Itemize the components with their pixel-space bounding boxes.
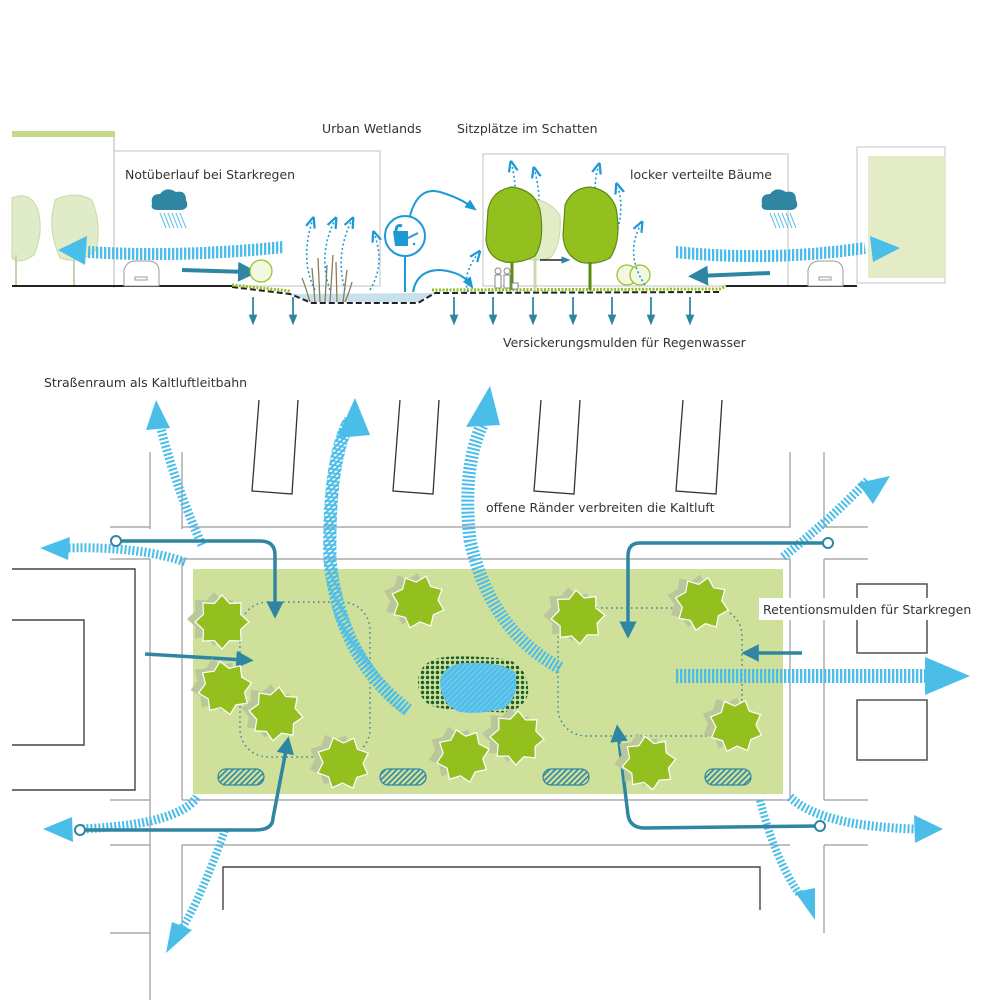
plan-trees <box>187 573 763 791</box>
tree-canopy <box>482 708 545 766</box>
car-icon <box>807 260 844 287</box>
runoff-arrow <box>688 265 771 286</box>
pond <box>418 656 529 713</box>
tree-canopy <box>428 726 490 783</box>
car-icon <box>123 260 160 287</box>
cold-air-arrow <box>323 416 412 716</box>
south-building <box>222 866 761 910</box>
swale-grass <box>231 283 291 293</box>
tree <box>485 186 543 290</box>
cold-air-arrowhead <box>40 537 70 560</box>
building-outline <box>482 153 789 287</box>
cold-air-arrowhead <box>337 398 370 438</box>
rain-cloud-icon <box>761 189 798 229</box>
wetland-water <box>290 293 435 302</box>
runoff-arrow <box>181 261 258 282</box>
street-outline <box>110 452 868 1000</box>
rain-cloud-icon <box>151 189 188 229</box>
cold-air-arrow <box>155 423 207 547</box>
street-section <box>11 131 946 326</box>
cold-air-arrowhead <box>43 817 73 842</box>
tree-canopy <box>702 697 763 753</box>
label-seating-shade: Sitzplätze im Schatten <box>457 121 598 136</box>
east-building <box>856 699 928 761</box>
cold-air-arrowhead <box>925 657 970 695</box>
cold-air-arrow-right <box>674 242 866 263</box>
label-background <box>759 598 971 620</box>
tree-canopy <box>190 658 253 716</box>
tree-canopy <box>543 587 606 645</box>
cold-air-arrow <box>756 799 804 898</box>
cold-air-arrowhead <box>858 476 890 504</box>
label-emergency-overflow: Notüberlauf bei Starkregen <box>125 167 295 182</box>
left-building-roof <box>12 131 115 137</box>
tree-canopy <box>614 733 677 791</box>
water-flow <box>80 539 826 832</box>
tree-canopy <box>667 574 730 632</box>
dotted-path <box>557 607 743 737</box>
west-building <box>12 568 136 791</box>
cold-air-arrowhead <box>914 815 943 843</box>
swale-subsurface <box>231 286 721 304</box>
retention-swale <box>217 768 752 786</box>
label-street-cold-air: Straßenraum als Kaltluftleitbahn <box>44 375 247 390</box>
cold-air-arrowhead <box>166 922 192 953</box>
wetland-reeds <box>301 254 353 303</box>
cold-air-arrowhead <box>870 236 900 262</box>
cold-air-arrow <box>780 476 872 561</box>
label-retention-swales: Retentionsmulden für Starkregen <box>763 602 971 617</box>
faded-tree <box>51 194 99 286</box>
cold-air-arrow-left <box>87 241 284 261</box>
people-icon <box>494 267 519 290</box>
labels: Urban Wetlands Sitzplätze im Schatten No… <box>44 121 971 620</box>
cold-air-arrow <box>786 793 916 834</box>
tree-canopy <box>309 734 370 790</box>
north-building <box>251 399 723 495</box>
cold-air-arrow <box>64 543 187 567</box>
tree <box>562 186 619 290</box>
label-loose-trees: locker verteilte Bäume <box>630 167 772 182</box>
cold-air-arrowhead <box>58 236 87 265</box>
flow-origin <box>74 535 834 836</box>
west-building <box>12 619 85 746</box>
right-building-fill <box>868 156 946 278</box>
tree-canopy <box>384 573 445 629</box>
label-urban-wetlands: Urban Wetlands <box>322 121 422 136</box>
cold-air-arrow <box>79 794 201 834</box>
cold-air-arrow <box>461 422 564 674</box>
cold-air-arrowhead <box>795 888 815 920</box>
swale-grass <box>431 284 727 292</box>
tree-canopy <box>187 592 250 650</box>
infiltration-arrows <box>248 297 695 326</box>
shrub <box>249 259 651 286</box>
cold-air-arrowhead <box>466 386 500 427</box>
label-infiltration-swales: Versickerungsmulden für Regenwasser <box>503 335 747 350</box>
tree-canopy <box>241 684 304 742</box>
cold-air-arrowhead <box>146 400 170 430</box>
label-open-edges: offene Ränder verbreiten die Kaltluft <box>486 500 715 515</box>
watering-can-icon <box>384 190 477 293</box>
site-plan <box>12 386 970 1000</box>
faded-tree <box>11 195 41 286</box>
